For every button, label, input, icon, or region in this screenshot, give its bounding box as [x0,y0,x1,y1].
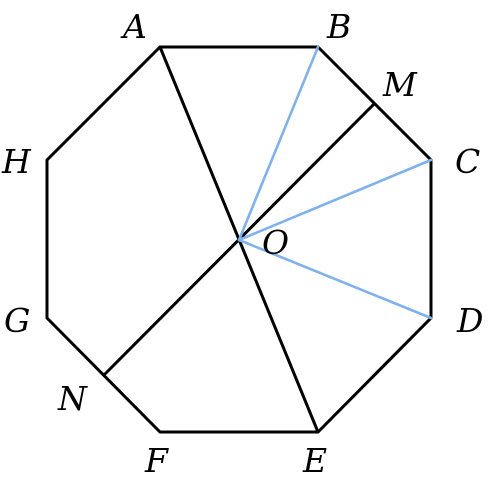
label-H: H [1,142,32,181]
segment-OB [237,45,320,242]
label-M: M [382,65,418,104]
label-E: E [302,441,327,480]
segment-OC [237,158,433,242]
segment-OD [237,238,433,320]
label-A: A [120,7,147,46]
label-D: D [456,301,483,340]
label-F: F [144,441,169,480]
label-O: O [262,223,289,262]
label-G: G [4,301,30,340]
label-B: B [326,7,351,46]
label-C: C [455,142,480,181]
label-N: N [57,379,88,418]
